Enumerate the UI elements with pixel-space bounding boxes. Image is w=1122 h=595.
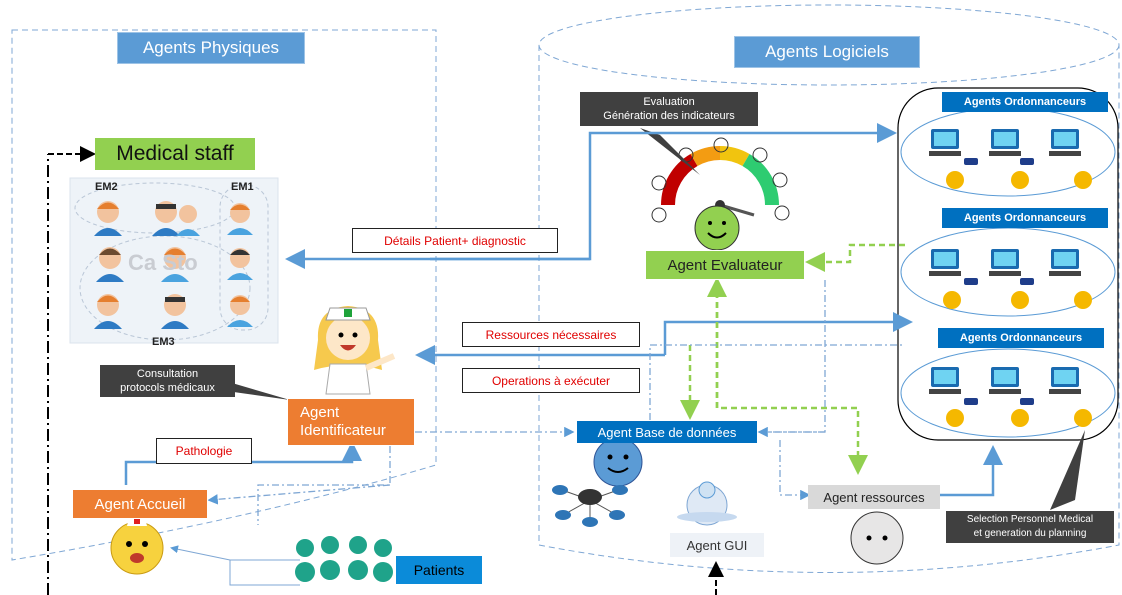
patients-label: Patients xyxy=(396,556,482,584)
database-network-icon xyxy=(552,485,628,527)
ordonnanceurs-label-1: Agents Ordonnanceurs xyxy=(942,92,1108,112)
accueil-smiley-icon xyxy=(110,518,164,575)
group-em1-label: EM1 xyxy=(231,181,254,193)
stock-watermark: Ca Sto xyxy=(128,250,198,275)
ordonnanceurs-cluster-3 xyxy=(900,348,1116,438)
software-agents-cylinder-body xyxy=(538,45,1120,573)
physical-agents-title: Agents Physiques xyxy=(117,32,305,64)
ordonnanceurs-label-2: Agents Ordonnanceurs xyxy=(942,208,1108,228)
agent-base-de-donnees: Agent Base de données xyxy=(577,421,757,443)
group-em3-label: EM3 xyxy=(152,336,175,348)
physical-agents-container xyxy=(11,29,437,561)
gauge-icon xyxy=(661,146,779,217)
database-smiley-icon xyxy=(593,437,643,487)
patients-group-icon xyxy=(295,536,393,582)
consultation-callout-line1: Consultation xyxy=(136,368,199,380)
evaluateur-smiley-icon xyxy=(694,205,740,251)
evaluation-callout: Evaluation Génération des indicateurs xyxy=(580,92,758,126)
computer-police-icons xyxy=(929,129,1092,427)
details-flow-label: Détails Patient+ diagnostic xyxy=(352,228,558,253)
operations-flow-label: Operations à exécuter xyxy=(462,368,640,393)
selection-callout-line1: Selection Personnel Medical xyxy=(966,514,1094,525)
evaluation-callout-line1: Evaluation xyxy=(643,96,695,108)
agent-accueil: Agent Accueil xyxy=(72,489,208,519)
consultation-callout: Consultation protocols médicaux xyxy=(100,365,235,397)
agent-identificateur-line1: Agent xyxy=(300,404,340,421)
globe-icon xyxy=(677,481,737,526)
agent-identificateur-line2: Identificateur xyxy=(300,422,386,439)
ressources-smiley-icon xyxy=(850,511,904,565)
pathologie-flow-label: Pathologie xyxy=(156,438,252,464)
medical-staff-label: Medical staff xyxy=(95,138,255,170)
evaluation-callout-line2: Génération des indicateurs xyxy=(603,110,735,122)
nurse-icon xyxy=(314,306,396,395)
ordonnanceurs-label-3: Agents Ordonnanceurs xyxy=(938,328,1104,348)
ressources-flow-label: Ressources nécessaires xyxy=(462,322,640,347)
ordonnanceurs-cluster-2 xyxy=(900,227,1116,317)
consultation-callout-line2: protocols médicaux xyxy=(120,382,215,394)
agent-ressources: Agent ressources xyxy=(808,485,940,509)
group-em2-label: EM2 xyxy=(95,181,118,193)
staff-person-icons xyxy=(94,201,253,329)
software-agents-title: Agents Logiciels xyxy=(734,36,920,68)
agent-identificateur: Agent Identificateur xyxy=(287,398,415,446)
agent-evaluateur: Agent Evaluateur xyxy=(645,250,805,280)
selection-callout-line2: et generation du planning xyxy=(973,528,1087,539)
agent-gui: Agent GUI xyxy=(670,533,764,557)
selection-callout: Selection Personnel Medical et generatio… xyxy=(946,511,1114,543)
